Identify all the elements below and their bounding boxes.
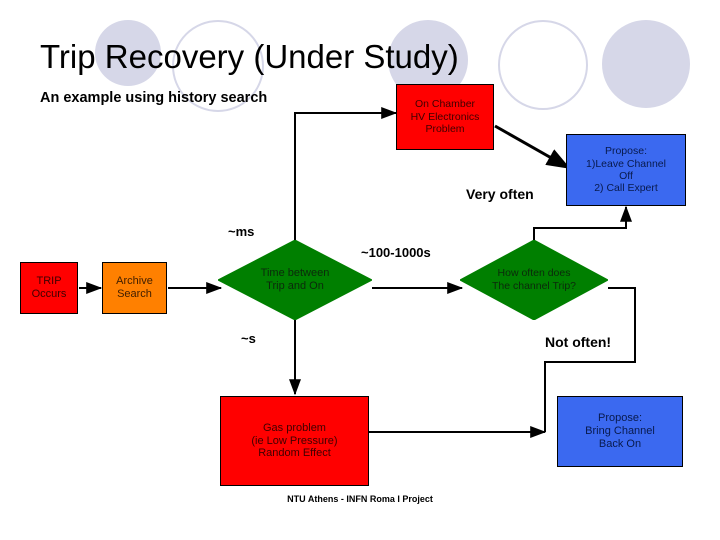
node-how-often-label: How often does The channel Trip? xyxy=(491,267,577,292)
deco-circle-5-icon xyxy=(602,20,690,108)
edge-label-ms: ~ms xyxy=(228,224,255,239)
page-title: Trip Recovery (Under Study) xyxy=(40,38,459,75)
slide-footer: NTU Athens - INFN Roma I Project xyxy=(287,494,433,504)
node-propose-leave-off[interactable]: Propose: 1)Leave Channel Off 2) Call Exp… xyxy=(566,134,686,206)
page-subtitle: An example using history search xyxy=(40,90,268,106)
diamond-shape xyxy=(218,240,372,320)
diamond-shape xyxy=(460,240,608,320)
node-hv-electronics-problem[interactable]: On Chamber HV Electronics Problem xyxy=(396,84,494,150)
node-archive-search[interactable]: Archive Search xyxy=(102,262,167,314)
node-time-between[interactable]: Time between Trip and On xyxy=(218,240,372,320)
node-time-between-label: Time between Trip and On xyxy=(260,266,330,292)
edge-time-to-hv xyxy=(294,107,398,240)
node-gas-problem[interactable]: Gas problem (ie Low Pressure) Random Eff… xyxy=(220,396,369,486)
edge-label-s: ~s xyxy=(241,331,256,346)
deco-circle-4-icon xyxy=(498,20,588,110)
node-trip-occurs[interactable]: TRIP Occurs xyxy=(20,262,78,314)
deco-circle-2-icon xyxy=(172,20,264,112)
node-propose-bring-back-on[interactable]: Propose: Bring Channel Back On xyxy=(557,396,683,467)
deco-circle-1-icon xyxy=(95,20,161,86)
edge-label-very-often: Very often xyxy=(466,186,534,202)
edge-label-100-1000s: ~100-1000s xyxy=(361,245,431,260)
edge-hv-to-propose-off xyxy=(494,124,571,170)
edge-label-not-often: Not often! xyxy=(545,334,612,350)
node-how-often[interactable]: How often does The channel Trip? xyxy=(460,240,608,320)
